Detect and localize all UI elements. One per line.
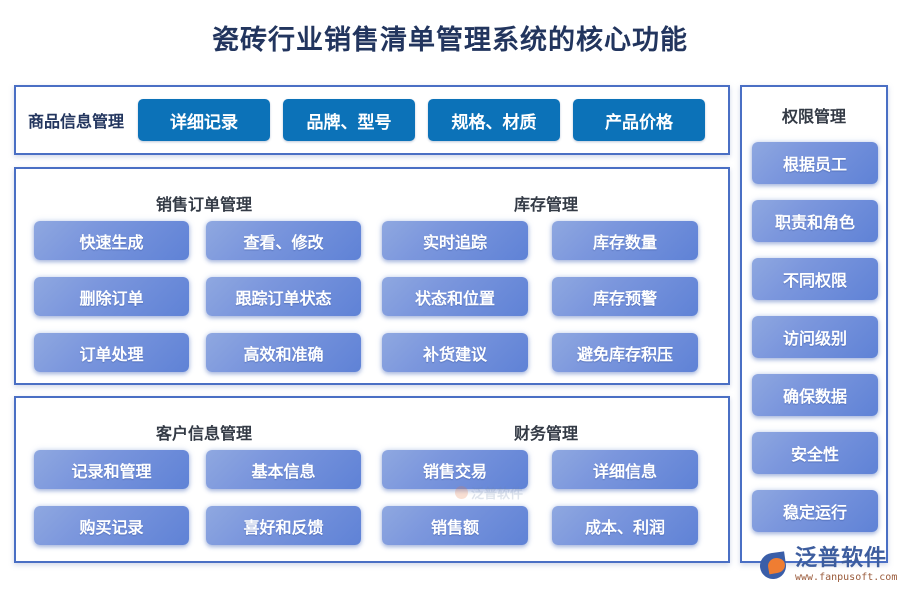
logo-text-block: 泛普软件 www.fanpusoft.com (795, 548, 897, 583)
product-button-spec-material[interactable]: 规格、材质 (428, 99, 561, 141)
product-button-brand-model[interactable]: 品牌、型号 (283, 99, 416, 141)
customer-finance-panel: 客户信息管理 财务管理 记录和管理 基本信息 购买记录 喜好和反馈 销售交易 详… (14, 396, 730, 563)
customer-button-purchase-history[interactable]: 购买记录 (34, 506, 189, 545)
customer-button-basic-info[interactable]: 基本信息 (206, 450, 361, 489)
section-heading-finance: 财务管理 (513, 424, 578, 443)
order-button-order-processing[interactable]: 订单处理 (34, 333, 189, 372)
permission-button-security[interactable]: 安全性 (752, 432, 878, 474)
inventory-button-status-location[interactable]: 状态和位置 (382, 277, 528, 316)
permission-button-different-permission[interactable]: 不同权限 (752, 258, 878, 300)
page-title: 瓷砖行业销售清单管理系统的核心功能 (212, 25, 688, 56)
section-heading-inventory: 库存管理 (513, 195, 578, 214)
customer-button-preference-feedback[interactable]: 喜好和反馈 (206, 506, 361, 545)
logo-company-name: 泛普软件 (795, 546, 888, 571)
permission-button-duty-role[interactable]: 职责和角色 (752, 200, 878, 242)
order-button-track-status[interactable]: 跟踪订单状态 (206, 277, 361, 316)
inventory-button-stock-quantity[interactable]: 库存数量 (552, 221, 698, 260)
inventory-button-stock-alert[interactable]: 库存预警 (552, 277, 698, 316)
order-button-quick-create[interactable]: 快速生成 (34, 221, 189, 260)
customer-button-record-manage[interactable]: 记录和管理 (34, 450, 189, 489)
product-info-row: 商品信息管理 详细记录 品牌、型号 规格、材质 产品价格 (16, 87, 728, 153)
fanpu-swoosh-icon (758, 550, 790, 581)
finance-button-cost-profit[interactable]: 成本、利润 (552, 506, 698, 545)
logo-website-url: www.fanpusoft.com (795, 572, 898, 583)
order-button-efficient-accurate[interactable]: 高效和准确 (206, 333, 361, 372)
permission-panel: 权限管理 根据员工 职责和角色 不同权限 访问级别 确保数据 安全性 稳定运行 (740, 85, 888, 563)
section-heading-customer-info: 客户信息管理 (155, 424, 252, 443)
permission-button-stable-operation[interactable]: 稳定运行 (752, 490, 878, 532)
product-button-detail-record[interactable]: 详细记录 (138, 99, 271, 141)
inventory-button-realtime-tracking[interactable]: 实时追踪 (382, 221, 528, 260)
inventory-button-replenish-advice[interactable]: 补货建议 (382, 333, 528, 372)
finance-button-detail-info[interactable]: 详细信息 (552, 450, 698, 489)
section-heading-permission: 权限管理 (781, 107, 846, 126)
finance-button-sales-amount[interactable]: 销售额 (382, 506, 528, 545)
product-button-product-price[interactable]: 产品价格 (573, 99, 706, 141)
order-inventory-panel: 销售订单管理 库存管理 快速生成 查看、修改 删除订单 跟踪订单状态 订单处理 … (14, 167, 730, 385)
company-logo: 泛普软件 www.fanpusoft.com (758, 548, 897, 583)
permission-button-by-employee[interactable]: 根据员工 (752, 142, 878, 184)
order-button-delete-order[interactable]: 删除订单 (34, 277, 189, 316)
product-info-panel: 商品信息管理 详细记录 品牌、型号 规格、材质 产品价格 (14, 85, 730, 155)
order-button-view-edit[interactable]: 查看、修改 (206, 221, 361, 260)
inventory-button-avoid-overstock[interactable]: 避免库存积压 (552, 333, 698, 372)
section-heading-sales-order: 销售订单管理 (155, 195, 252, 214)
finance-button-sales-transaction[interactable]: 销售交易 (382, 450, 528, 489)
permission-button-ensure-data[interactable]: 确保数据 (752, 374, 878, 416)
product-info-label: 商品信息管理 (28, 112, 125, 131)
permission-button-access-level[interactable]: 访问级别 (752, 316, 878, 358)
